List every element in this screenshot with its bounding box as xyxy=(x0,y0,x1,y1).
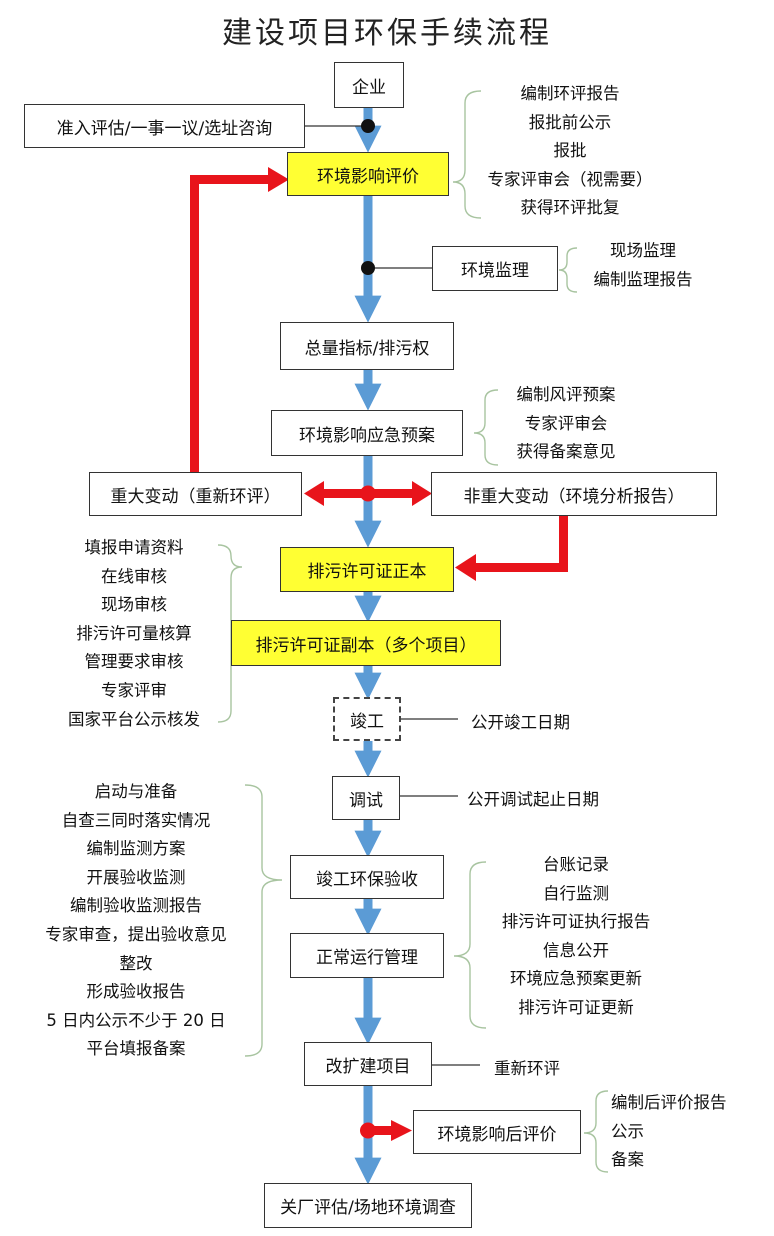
enterprise-box: 企业 xyxy=(334,62,404,108)
list-item: 整改 xyxy=(119,953,153,973)
list-item: 编制环评报告 xyxy=(520,84,620,103)
thin-connectors xyxy=(305,125,480,1066)
list-item: 形成验收报告 xyxy=(86,982,186,1002)
list-item: 自行监测 xyxy=(543,883,609,903)
env-supervision-box: 环境监理 xyxy=(432,246,558,291)
page-title: 建设项目环保手续流程 xyxy=(222,16,552,51)
list-item: 开展验收监测 xyxy=(86,867,186,887)
list-item: 报批前公示 xyxy=(528,112,612,132)
permit-main-box: 排污许可证正本 xyxy=(280,547,454,592)
permit-steps-list: 填报申请资料 在线审核 现场审核 排污许可量核算 管理要求审核 专家评审 国家平… xyxy=(52,534,216,734)
operation-steps-list: 台账记录 自行监测 排污许可证执行报告 信息公开 环境应急预案更新 排污许可证更… xyxy=(486,851,666,1023)
closure-box: 关厂评估/场地环境调查 xyxy=(264,1183,472,1228)
access-eval-box: 准入评估/一事一议/选址咨询 xyxy=(24,104,305,148)
list-item: 信息公开 xyxy=(543,940,609,960)
list-item: 编制验收监测报告 xyxy=(70,896,202,916)
expansion-box: 改扩建项目 xyxy=(304,1042,432,1086)
list-item: 公示 xyxy=(611,1121,644,1141)
emergency-steps-list: 编制风评预案 专家评审会 获得备案意见 xyxy=(496,381,636,467)
permit-copy-box: 排污许可证副本（多个项目） xyxy=(231,620,501,666)
list-item: 管理要求审核 xyxy=(84,652,184,672)
list-item: 现场监理 xyxy=(610,241,676,260)
total-quota-box: 总量指标/排污权 xyxy=(280,322,454,370)
list-item: 平台填报备案 xyxy=(86,1039,186,1059)
list-item: 编制后评价报告 xyxy=(611,1093,727,1112)
list-item: 现场审核 xyxy=(101,595,167,615)
list-item: 排污许可证执行报告 xyxy=(501,912,651,932)
list-item: 获得环评批复 xyxy=(520,198,620,218)
list-item: 在线审核 xyxy=(101,566,167,586)
list-item: 编制监理报告 xyxy=(593,269,693,289)
list-item: 5 日内公示不少于 20 日 xyxy=(46,1010,226,1030)
post-eval-box: 环境影响后评价 xyxy=(413,1110,581,1154)
junction-dot xyxy=(361,119,375,133)
list-item: 自查三同时落实情况 xyxy=(61,810,211,830)
eia-box: 环境影响评价 xyxy=(287,152,449,196)
list-item: 编制风评预案 xyxy=(516,385,616,404)
major-change-box: 重大变动（重新环评） xyxy=(89,472,302,516)
debug-note: 公开调试起止日期 xyxy=(467,790,599,809)
red-arrows xyxy=(190,167,568,1141)
acceptance-steps-list: 启动与准备 自查三同时落实情况 编制监测方案 开展验收监测 编制验收监测报告 专… xyxy=(26,778,246,1064)
list-item: 启动与准备 xyxy=(94,782,178,801)
list-item: 环境应急预案更新 xyxy=(510,969,642,989)
braces xyxy=(217,90,609,1173)
expansion-note: 重新环评 xyxy=(494,1059,560,1078)
list-item: 排污许可量核算 xyxy=(76,623,192,643)
list-item: 专家评审会（视需要） xyxy=(487,169,653,189)
list-item: 获得备案意见 xyxy=(516,442,616,462)
list-item: 报批 xyxy=(553,141,587,161)
list-item: 填报申请资料 xyxy=(84,538,184,557)
completion-box: 竣工 xyxy=(333,697,401,741)
supervision-steps-list: 现场监理 编制监理报告 xyxy=(578,237,708,294)
list-item: 国家平台公示核发 xyxy=(68,709,200,729)
debug-box: 调试 xyxy=(332,776,400,820)
list-item: 台账记录 xyxy=(543,855,609,874)
eia-steps-list: 编制环评报告 报批前公示 报批 专家评审会（视需要） 获得环评批复 xyxy=(480,80,660,223)
list-item: 编制监测方案 xyxy=(86,839,186,859)
list-item: 专家审查，提出验收意见 xyxy=(45,924,227,944)
list-item: 专家评审 xyxy=(101,680,167,700)
junction-dot xyxy=(361,261,375,275)
emergency-plan-box: 环境影响应急预案 xyxy=(271,410,463,456)
list-item: 排污许可证更新 xyxy=(518,997,634,1017)
minor-change-box: 非重大变动（环境分析报告） xyxy=(431,472,717,516)
list-item: 备案 xyxy=(611,1150,644,1170)
list-item: 专家评审会 xyxy=(524,413,608,433)
operation-box: 正常运行管理 xyxy=(290,933,444,978)
post-eval-steps-list: 编制后评价报告 公示 备案 xyxy=(611,1089,771,1175)
acceptance-box: 竣工环保验收 xyxy=(290,855,444,899)
completion-note: 公开竣工日期 xyxy=(471,713,570,732)
